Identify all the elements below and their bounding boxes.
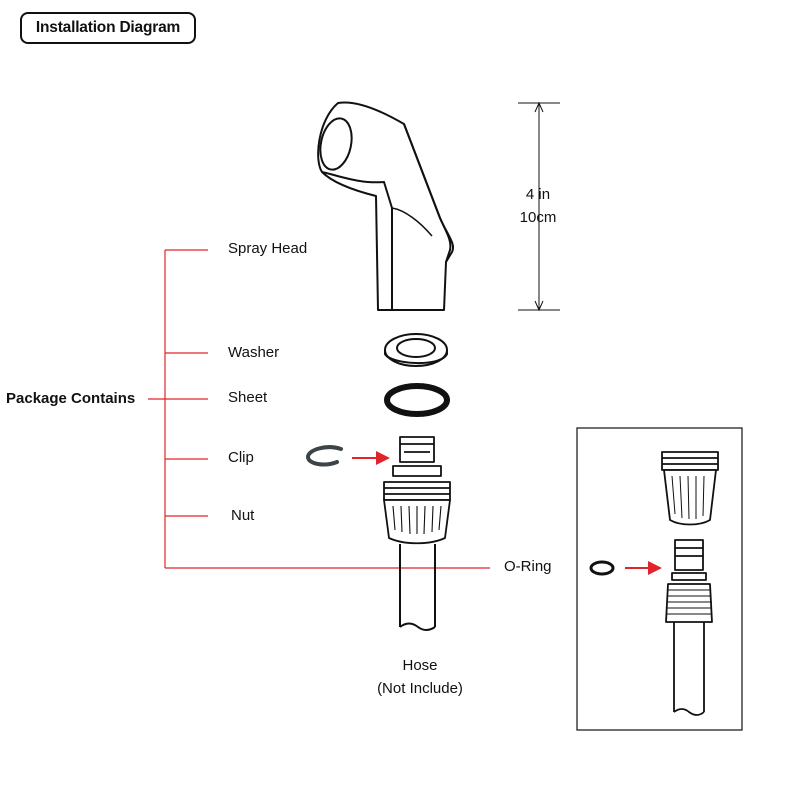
- inset-nut: [661, 451, 719, 526]
- part-label-clip: Clip: [228, 449, 254, 466]
- part-label-sheet: Sheet: [228, 389, 268, 406]
- package-contains-label: Package Contains: [6, 390, 136, 407]
- hose-caption-line1: Hose: [402, 657, 438, 674]
- spray-head: [317, 101, 454, 311]
- hose: [399, 544, 436, 631]
- hose-caption-line2: (Not Include): [377, 680, 463, 697]
- clip-arrow: [352, 451, 390, 465]
- part-label-spray-head: Spray Head: [228, 240, 308, 257]
- inset-detail-box: [576, 427, 743, 731]
- dimension-metric: 10cm: [510, 209, 566, 226]
- diagram-title: Installation Diagram: [20, 12, 196, 44]
- clip-ring: [305, 445, 343, 467]
- connector-nut: [383, 436, 451, 545]
- part-label-washer: Washer: [228, 344, 280, 361]
- callout-bracket: [148, 249, 490, 569]
- sheet-gasket: [384, 383, 450, 417]
- o-ring-arrow: [625, 561, 662, 575]
- dimension-line: [518, 101, 560, 312]
- inset-connector-hose: [665, 539, 713, 716]
- hose-caption: Hose (Not Include): [350, 654, 490, 700]
- washer: [384, 333, 448, 367]
- part-label-nut: Nut: [231, 507, 255, 524]
- part-label-o-ring: O-Ring: [504, 558, 552, 575]
- dimension-imperial: 4 in: [510, 186, 566, 203]
- o-ring: [589, 560, 615, 576]
